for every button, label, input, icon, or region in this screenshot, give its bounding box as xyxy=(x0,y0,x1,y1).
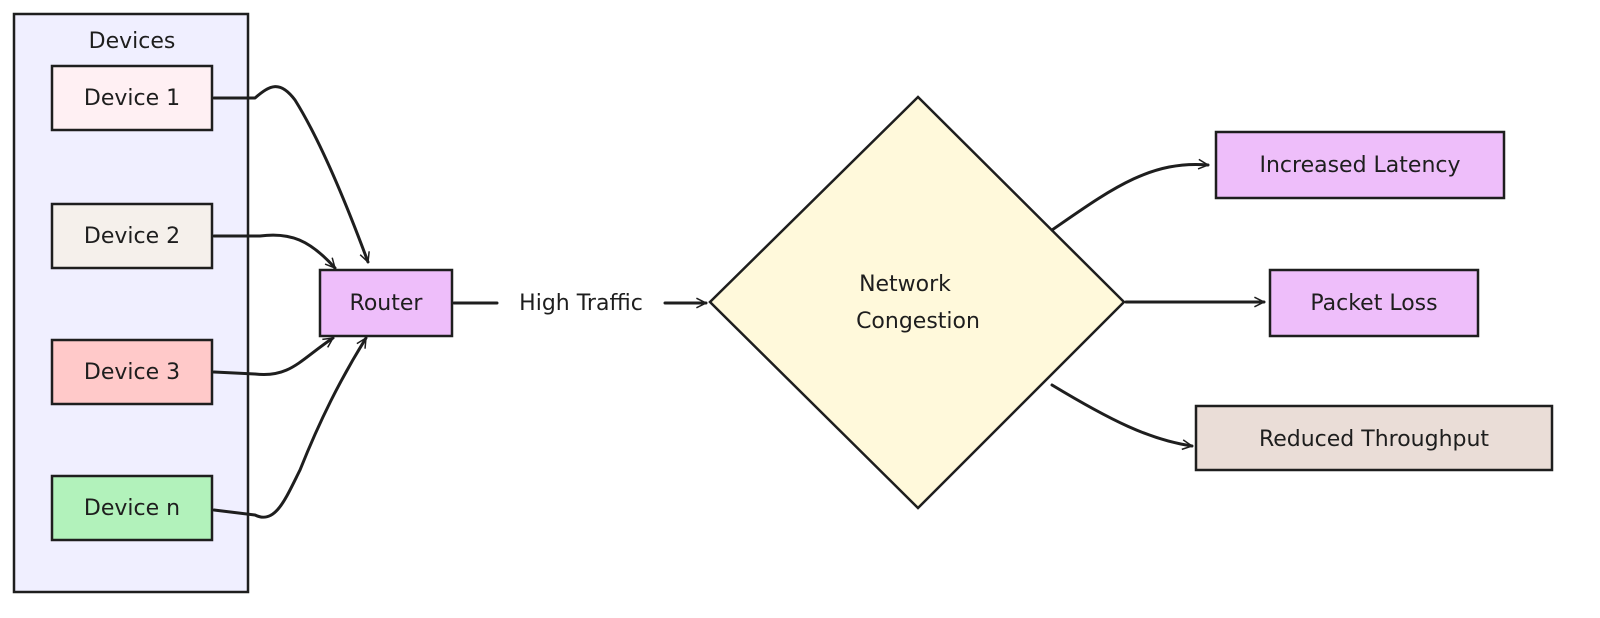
device-2-label: Device 2 xyxy=(84,224,180,249)
edge-congestion-throughput xyxy=(1050,383,1192,446)
router-label: Router xyxy=(350,291,424,316)
packet-loss-node[interactable]: Packet Loss xyxy=(1268,268,1480,338)
devices-group-label: Devices xyxy=(89,29,176,54)
edge-device3-router xyxy=(212,336,335,377)
device-n-label: Device n xyxy=(84,496,180,521)
decision-label-line2: Congestion xyxy=(856,309,980,334)
edge-device1-router xyxy=(212,85,368,262)
high-traffic-label: High Traffic xyxy=(519,291,643,316)
device-2-node[interactable]: Device 2 xyxy=(50,202,214,270)
device-3-label: Device 3 xyxy=(84,360,180,385)
increased-latency-node[interactable]: Increased Latency xyxy=(1214,130,1506,200)
device-n-node[interactable]: Device n xyxy=(50,474,214,542)
reduced-throughput-label: Reduced Throughput xyxy=(1259,427,1489,452)
reduced-throughput-node[interactable]: Reduced Throughput xyxy=(1194,404,1554,472)
decision-label-line1: Network xyxy=(859,272,951,297)
device-1-node[interactable]: Device 1 xyxy=(50,64,214,132)
edge-device2-router xyxy=(212,233,337,270)
packet-loss-label: Packet Loss xyxy=(1310,291,1437,316)
router-node[interactable]: Router xyxy=(318,268,454,338)
increased-latency-label: Increased Latency xyxy=(1259,153,1460,178)
edge-devicen-router xyxy=(212,336,368,519)
device-1-label: Device 1 xyxy=(84,86,180,111)
device-3-node[interactable]: Device 3 xyxy=(50,338,214,406)
edge-congestion-latency xyxy=(1050,164,1208,232)
network-congestion-decision[interactable]: Network Congestion xyxy=(708,95,1126,510)
